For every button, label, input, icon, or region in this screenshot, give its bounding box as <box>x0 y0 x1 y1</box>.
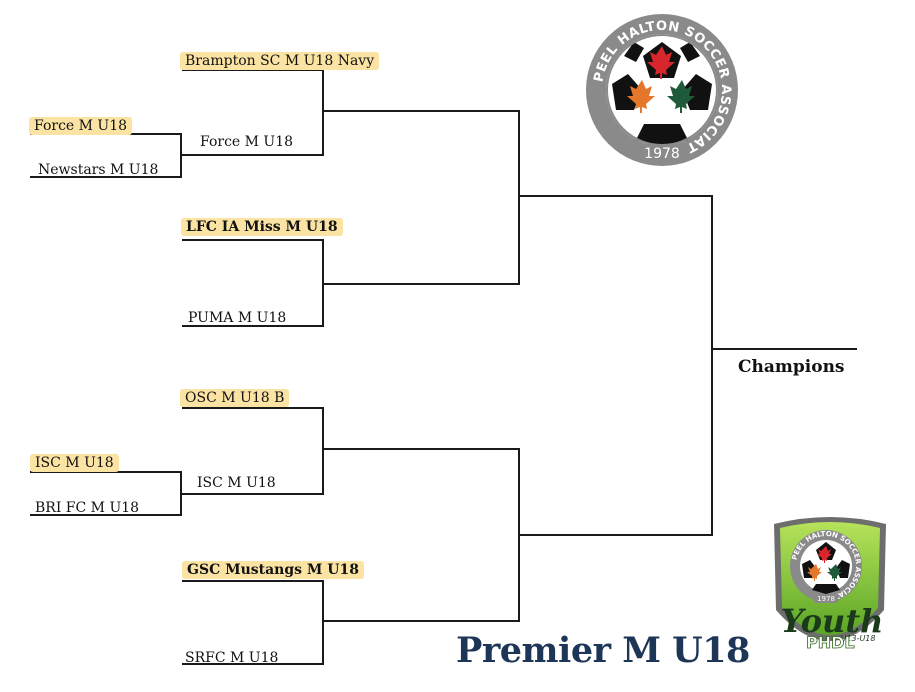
bracket-line <box>520 534 713 536</box>
bracket-line <box>324 283 520 285</box>
bracket-line <box>324 110 520 112</box>
bracket-line <box>180 133 182 178</box>
bracket-line <box>182 154 324 156</box>
bracket-line <box>182 663 324 665</box>
team-slot: Brampton SC M U18 Navy <box>180 52 380 70</box>
bracket-title: Premier M U18 <box>456 630 750 671</box>
team-slot: GSC Mustangs M U18 <box>182 561 364 579</box>
bracket-line <box>518 110 520 285</box>
svg-text:U13-U18: U13-U18 <box>841 634 876 643</box>
team-slot: Newstars M U18 <box>38 162 159 178</box>
bracket-line <box>182 325 324 327</box>
bracket-line <box>180 471 182 516</box>
team-slot: Force M U18 <box>29 117 133 135</box>
maple-leaf-orange-icon <box>627 80 655 113</box>
bracket-line <box>520 195 713 197</box>
team-slot: SRFC M U18 <box>185 650 279 666</box>
team-slot: Force M U18 <box>200 134 294 150</box>
team-slot: ISC M U18 <box>197 475 276 491</box>
team-slot: LFC IA Miss M U18 <box>181 218 343 236</box>
pha-logo: PEEL HALTON SOCCER ASSOCIATION 1978 <box>586 14 738 166</box>
team-slot: OSC M U18 B <box>180 389 290 407</box>
svg-text:Youth: Youth <box>781 602 884 640</box>
maple-leaf-green-icon <box>667 80 695 113</box>
maple-leaf-red-icon <box>647 46 675 79</box>
bracket-line <box>182 407 324 409</box>
bracket-line <box>713 348 857 350</box>
champions-label: Champions <box>738 357 845 377</box>
bracket-line <box>30 176 182 178</box>
bracket-line <box>518 448 520 622</box>
bracket-line <box>711 195 713 536</box>
bracket-line <box>182 69 324 71</box>
bracket-line <box>324 620 520 622</box>
svg-text:1978: 1978 <box>817 595 835 603</box>
svg-text:1978: 1978 <box>644 146 680 162</box>
bracket-line <box>322 239 324 327</box>
team-slot: BRI FC M U18 <box>35 500 140 516</box>
bracket-line <box>322 407 324 495</box>
bracket-line <box>30 471 182 473</box>
youth-phdl-logo: PEEL HALTON SOCCER ASSOCIATION 1978 Yout… <box>774 517 886 652</box>
svg-text:PHDL: PHDL <box>806 633 855 652</box>
bracket-line <box>182 493 324 495</box>
bracket-line <box>182 580 324 582</box>
bracket-line <box>322 580 324 665</box>
bracket-line <box>324 448 520 450</box>
bracket-line <box>322 69 324 156</box>
bracket-line <box>30 514 182 516</box>
team-slot: ISC M U18 <box>30 454 119 472</box>
team-slot: PUMA M U18 <box>188 310 287 326</box>
bracket-line <box>182 239 324 241</box>
